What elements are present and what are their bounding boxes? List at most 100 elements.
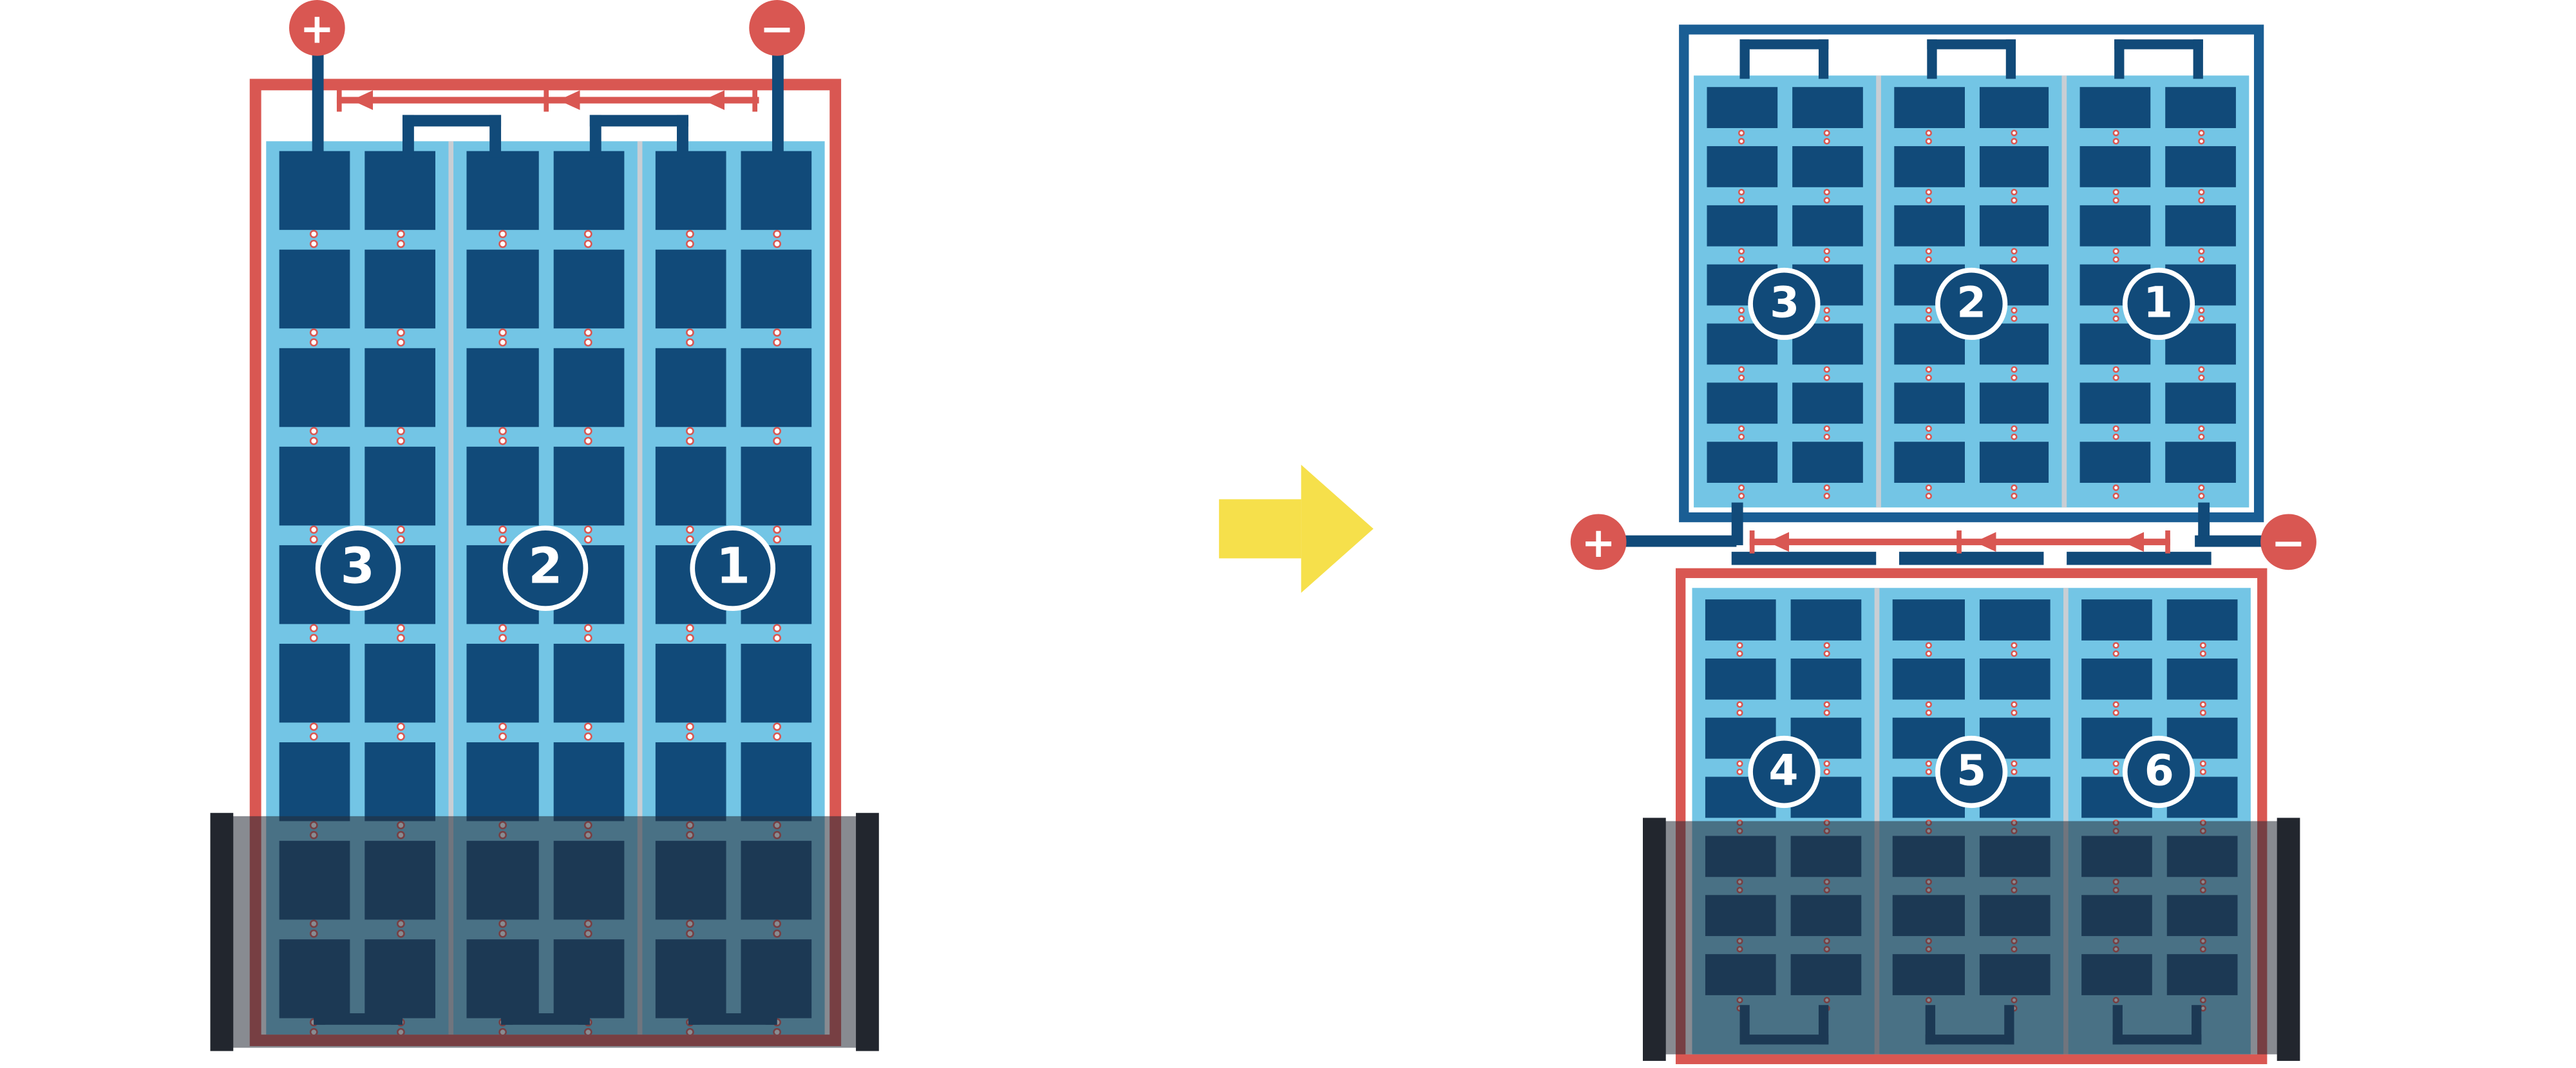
solar-cell bbox=[1705, 599, 1777, 641]
busbar-dots bbox=[1824, 366, 1831, 381]
solder-dot-icon bbox=[2112, 484, 2119, 491]
cell-row bbox=[2081, 599, 2238, 657]
solar-cell bbox=[2165, 146, 2236, 187]
solder-dot-icon bbox=[1824, 256, 1831, 263]
solder-dot-icon bbox=[2112, 768, 2120, 776]
minus-icon: − bbox=[2271, 518, 2306, 566]
string-badge: 1 bbox=[2122, 267, 2195, 341]
solder-dot-icon bbox=[584, 722, 593, 731]
cell-row bbox=[654, 742, 812, 839]
solder-dot-icon bbox=[310, 633, 319, 642]
solder-dot-icon bbox=[1925, 307, 1932, 314]
series-connector-top bbox=[402, 115, 502, 158]
solder-dot-icon bbox=[498, 535, 507, 544]
solder-dot-icon bbox=[2199, 709, 2206, 717]
solder-dot-icon bbox=[2112, 433, 2119, 440]
busbar-dots bbox=[1925, 760, 1932, 776]
half-panel-connector bbox=[1731, 552, 1877, 565]
solar-cell bbox=[553, 151, 624, 230]
busbar-dots bbox=[2011, 425, 2018, 440]
solder-dot-icon bbox=[1824, 315, 1831, 322]
solder-dot-icon bbox=[1925, 374, 1932, 381]
solder-dot-icon bbox=[396, 239, 405, 248]
busbar-dots bbox=[584, 427, 593, 445]
flow-tick bbox=[544, 88, 549, 112]
solder-dot-icon bbox=[2197, 433, 2204, 440]
solder-dot-icon bbox=[686, 624, 695, 633]
busbar-dots bbox=[686, 624, 695, 642]
solder-dot-icon bbox=[310, 427, 319, 436]
solder-dot-icon bbox=[2112, 129, 2119, 136]
solar-cell bbox=[1707, 87, 1777, 128]
solder-dot-icon bbox=[2112, 492, 2119, 500]
cell-row bbox=[279, 446, 436, 544]
solder-dot-icon bbox=[1738, 256, 1745, 263]
flow-tick bbox=[336, 88, 342, 112]
busbar-dots bbox=[1824, 129, 1831, 145]
cell-row bbox=[1705, 658, 1862, 717]
solar-cell bbox=[1893, 599, 1964, 641]
solar-cell bbox=[279, 348, 350, 427]
solder-dot-icon bbox=[2011, 709, 2018, 717]
solder-dot-icon bbox=[310, 436, 319, 445]
flow-arrow-icon bbox=[351, 90, 374, 110]
solder-dot-icon bbox=[2011, 768, 2018, 776]
solder-dot-icon bbox=[1824, 484, 1831, 491]
solder-dot-icon bbox=[772, 436, 781, 445]
solder-dot-icon bbox=[396, 338, 405, 347]
solder-dot-icon bbox=[310, 535, 319, 544]
busbar-dots bbox=[2011, 366, 2018, 381]
solar-cell bbox=[741, 151, 812, 230]
busbar-dots bbox=[686, 328, 695, 347]
solder-dot-icon bbox=[2011, 189, 2018, 196]
solar-cell bbox=[365, 249, 436, 329]
busbar-dots bbox=[686, 427, 695, 445]
solder-dot-icon bbox=[2197, 366, 2204, 373]
solder-dot-icon bbox=[2197, 492, 2204, 500]
solder-dot-icon bbox=[2197, 374, 2204, 381]
busbar-dots bbox=[1925, 366, 1932, 381]
solder-dot-icon bbox=[2112, 315, 2119, 322]
solder-dot-icon bbox=[310, 732, 319, 741]
solder-dot-icon bbox=[686, 239, 695, 248]
solder-dot-icon bbox=[396, 436, 405, 445]
solar-cell bbox=[1791, 658, 1862, 700]
solar-cell bbox=[2165, 442, 2236, 483]
flow-arrow-icon bbox=[1975, 532, 1996, 552]
solder-dot-icon bbox=[686, 436, 695, 445]
solder-dot-icon bbox=[2011, 366, 2018, 373]
solder-dot-icon bbox=[772, 624, 781, 633]
half-panel-connector bbox=[2067, 552, 2211, 565]
solder-dot-icon bbox=[1824, 138, 1831, 145]
busbar-dots bbox=[2197, 129, 2204, 145]
cell-row bbox=[1893, 717, 2050, 776]
solder-dot-icon bbox=[396, 624, 405, 633]
solar-cell bbox=[467, 249, 538, 329]
solder-dot-icon bbox=[1925, 256, 1932, 263]
string-badge: 1 bbox=[690, 525, 776, 611]
solder-dot-icon bbox=[310, 722, 319, 731]
busbar-dots bbox=[498, 230, 507, 248]
busbar-dots bbox=[498, 427, 507, 445]
busbar-dots bbox=[2199, 642, 2206, 657]
solder-dot-icon bbox=[686, 230, 695, 238]
busbar-dots bbox=[584, 328, 593, 347]
solder-dot-icon bbox=[2011, 256, 2018, 263]
solder-dot-icon bbox=[1823, 768, 1830, 776]
busbar-dots bbox=[1738, 248, 1745, 263]
string-badge: 3 bbox=[1748, 267, 1821, 341]
solar-cell bbox=[1978, 146, 2050, 187]
solder-dot-icon bbox=[1738, 197, 1745, 204]
solder-dot-icon bbox=[2011, 650, 2018, 657]
solder-dot-icon bbox=[1824, 307, 1831, 314]
cell-row bbox=[2080, 382, 2236, 440]
solar-cell bbox=[1893, 382, 1964, 424]
solder-dot-icon bbox=[584, 535, 593, 544]
solar-cell bbox=[467, 446, 538, 526]
solder-dot-icon bbox=[772, 328, 781, 337]
solar-cell bbox=[365, 446, 436, 526]
busbar-dots bbox=[686, 722, 695, 741]
cell-row bbox=[1893, 205, 2050, 263]
string-badge: 3 bbox=[314, 525, 401, 611]
